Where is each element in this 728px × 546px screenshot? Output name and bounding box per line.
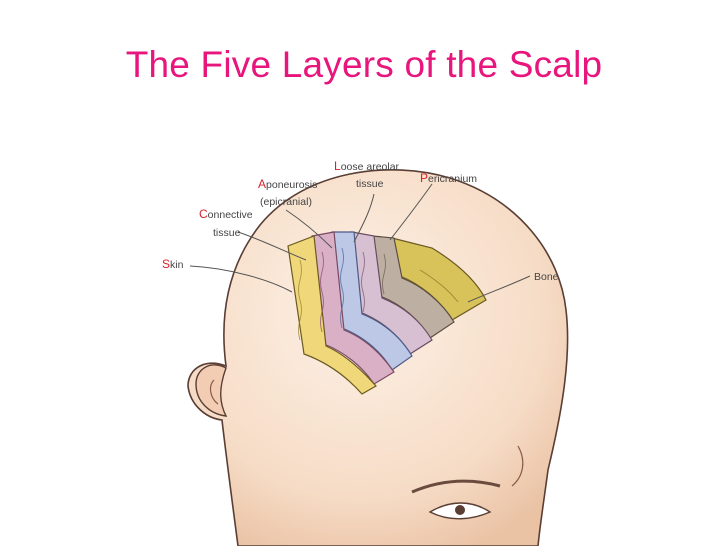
skin-layer bbox=[287, 235, 377, 395]
aponeurosis-leader bbox=[285, 209, 333, 249]
label-bone: Bone bbox=[534, 271, 559, 283]
aponeurosis-layer bbox=[331, 231, 413, 371]
label-loose-areolar-line2: tissue bbox=[356, 178, 384, 190]
connective-leader bbox=[237, 231, 307, 261]
connective-layer bbox=[311, 231, 395, 385]
label-loose-areolar: Loose areolar bbox=[334, 159, 400, 173]
label-aponeurosis-line2: (epicranial) bbox=[260, 196, 312, 208]
pericranium-leader bbox=[389, 183, 433, 241]
label-connective-tissue-line2: tissue bbox=[213, 227, 241, 239]
loose-areolar-leader bbox=[353, 193, 375, 243]
label-pericranium: Pericranium bbox=[420, 171, 477, 185]
pericranium-layer bbox=[371, 235, 455, 339]
label-connective-tissue: Connective bbox=[199, 207, 253, 221]
skin-leader bbox=[189, 265, 293, 293]
bone-layer bbox=[391, 237, 487, 321]
label-skin: Skin bbox=[162, 257, 184, 271]
label-aponeurosis: Aponeurosis bbox=[258, 177, 317, 191]
bone-leader bbox=[467, 275, 531, 303]
loose-areolar-layer bbox=[351, 231, 433, 355]
eyebrow bbox=[411, 479, 501, 494]
slide-title: The Five Layers of the Scalp bbox=[125, 44, 603, 85]
